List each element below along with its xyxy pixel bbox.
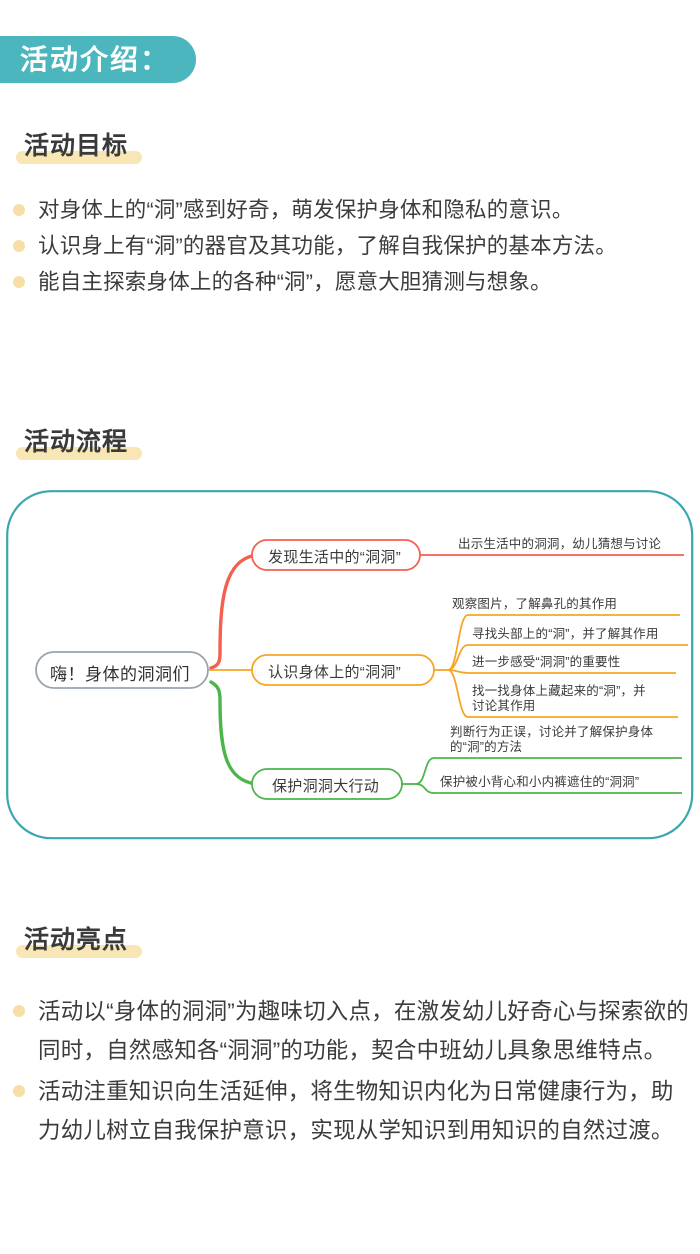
- mindmap-leaf-label: 进一步感受“洞洞”的重要性: [472, 655, 621, 669]
- list-item: 能自主探索身体上的各种“洞”，愿意大胆猜测与想象。: [10, 265, 690, 299]
- page-title-badge: 活动介绍：: [0, 36, 197, 83]
- highlights-bullet-list: 活动以“身体的洞洞”为趣味切入点，在激发幼儿好奇心与探索欲的同时，自然感知各“洞…: [10, 992, 690, 1152]
- branch3-split-2: [415, 783, 435, 794]
- mindmap-leaf-label: 判断行为正误，讨论并了解保护身体的“洞”的方法: [450, 725, 654, 754]
- list-item-text: 能自主探索身体上的各种“洞”，愿意大胆猜测与想象。: [38, 270, 552, 294]
- section-heading-goals-label: 活动目标: [24, 132, 129, 160]
- goals-bullet-list: 对身体上的“洞”感到好奇，萌发保护身体和隐私的意识。 认识身上有“洞”的器官及其…: [10, 193, 690, 301]
- list-item: 活动注重知识向生活延伸，将生物知识内化为日常健康行为，助力幼儿树立自我保护意识，…: [10, 1072, 690, 1150]
- mindmap-frame: [6, 490, 694, 840]
- branch-connector-1: [209, 553, 258, 670]
- branch2-split-4: [447, 669, 469, 718]
- bullet-dot-icon: [13, 240, 25, 252]
- mindmap-canvas: [6, 490, 694, 840]
- list-item-text: 活动以“身体的洞洞”为趣味切入点，在激发幼儿好奇心与探索欲的同时，自然感知各“洞…: [38, 999, 689, 1063]
- list-item-text: 对身体上的“洞”感到好奇，萌发保护身体和隐私的意识。: [38, 198, 574, 222]
- section-heading-goals: 活动目标: [16, 128, 142, 164]
- mindmap-root-label: 嗨！身体的洞洞们: [50, 665, 190, 684]
- mindmap-branch-label-3: 保护洞洞大行动: [272, 778, 380, 795]
- section-heading-highlights: 活动亮点: [16, 922, 142, 958]
- mindmap-root-node: [35, 651, 209, 689]
- mindmap-leaf-label: 观察图片，了解鼻孔的其作用: [452, 597, 618, 611]
- activity-flow-mindmap: 嗨！身体的洞洞们 发现生活中的“洞洞” 认识身体上的“洞洞” 保护洞洞大行动 出…: [6, 490, 694, 840]
- heading-highlight-bar: [16, 945, 142, 958]
- page-header: 活动介绍：: [0, 36, 197, 83]
- mindmap-leaf-label: 找一找身体上藏起来的“洞”，并讨论其作用: [472, 684, 646, 713]
- mindmap-branch-label-2: 认识身体上的“洞洞”: [268, 664, 401, 681]
- mindmap-branch-label-1: 发现生活中的“洞洞”: [268, 549, 401, 566]
- list-item: 对身体上的“洞”感到好奇，萌发保护身体和隐私的意识。: [10, 193, 690, 227]
- section-heading-flow-label: 活动流程: [24, 428, 129, 456]
- mindmap-leaf-label: 出示生活中的洞洞，幼儿猜想与讨论: [458, 537, 662, 551]
- branch2-split-2: [447, 644, 469, 671]
- list-item-text: 活动注重知识向生活延伸，将生物知识内化为日常健康行为，助力幼儿树立自我保护意识，…: [38, 1079, 674, 1143]
- bullet-dot-icon: [13, 1085, 25, 1097]
- list-item-text: 认识身上有“洞”的器官及其功能，了解自我保护的基本方法。: [38, 234, 617, 258]
- mindmap-leaf-label: 保护被小背心和小内裤遮住的“洞洞”: [440, 775, 640, 789]
- heading-highlight-bar: [16, 447, 142, 460]
- branch-connector-3: [209, 680, 258, 786]
- section-heading-flow: 活动流程: [16, 424, 142, 460]
- mindmap-leaf-label: 寻找头部上的“洞”，并了解其作用: [472, 627, 659, 641]
- bullet-dot-icon: [13, 204, 25, 216]
- section-heading-highlights-label: 活动亮点: [24, 926, 129, 954]
- bullet-dot-icon: [13, 1005, 25, 1017]
- bullet-dot-icon: [13, 276, 25, 288]
- list-item: 认识身上有“洞”的器官及其功能，了解自我保护的基本方法。: [10, 229, 690, 263]
- list-item: 活动以“身体的洞洞”为趣味切入点，在激发幼儿好奇心与探索欲的同时，自然感知各“洞…: [10, 992, 690, 1070]
- branch2-split-1: [447, 614, 469, 671]
- branch3-split-1: [415, 757, 435, 785]
- heading-highlight-bar: [16, 151, 142, 164]
